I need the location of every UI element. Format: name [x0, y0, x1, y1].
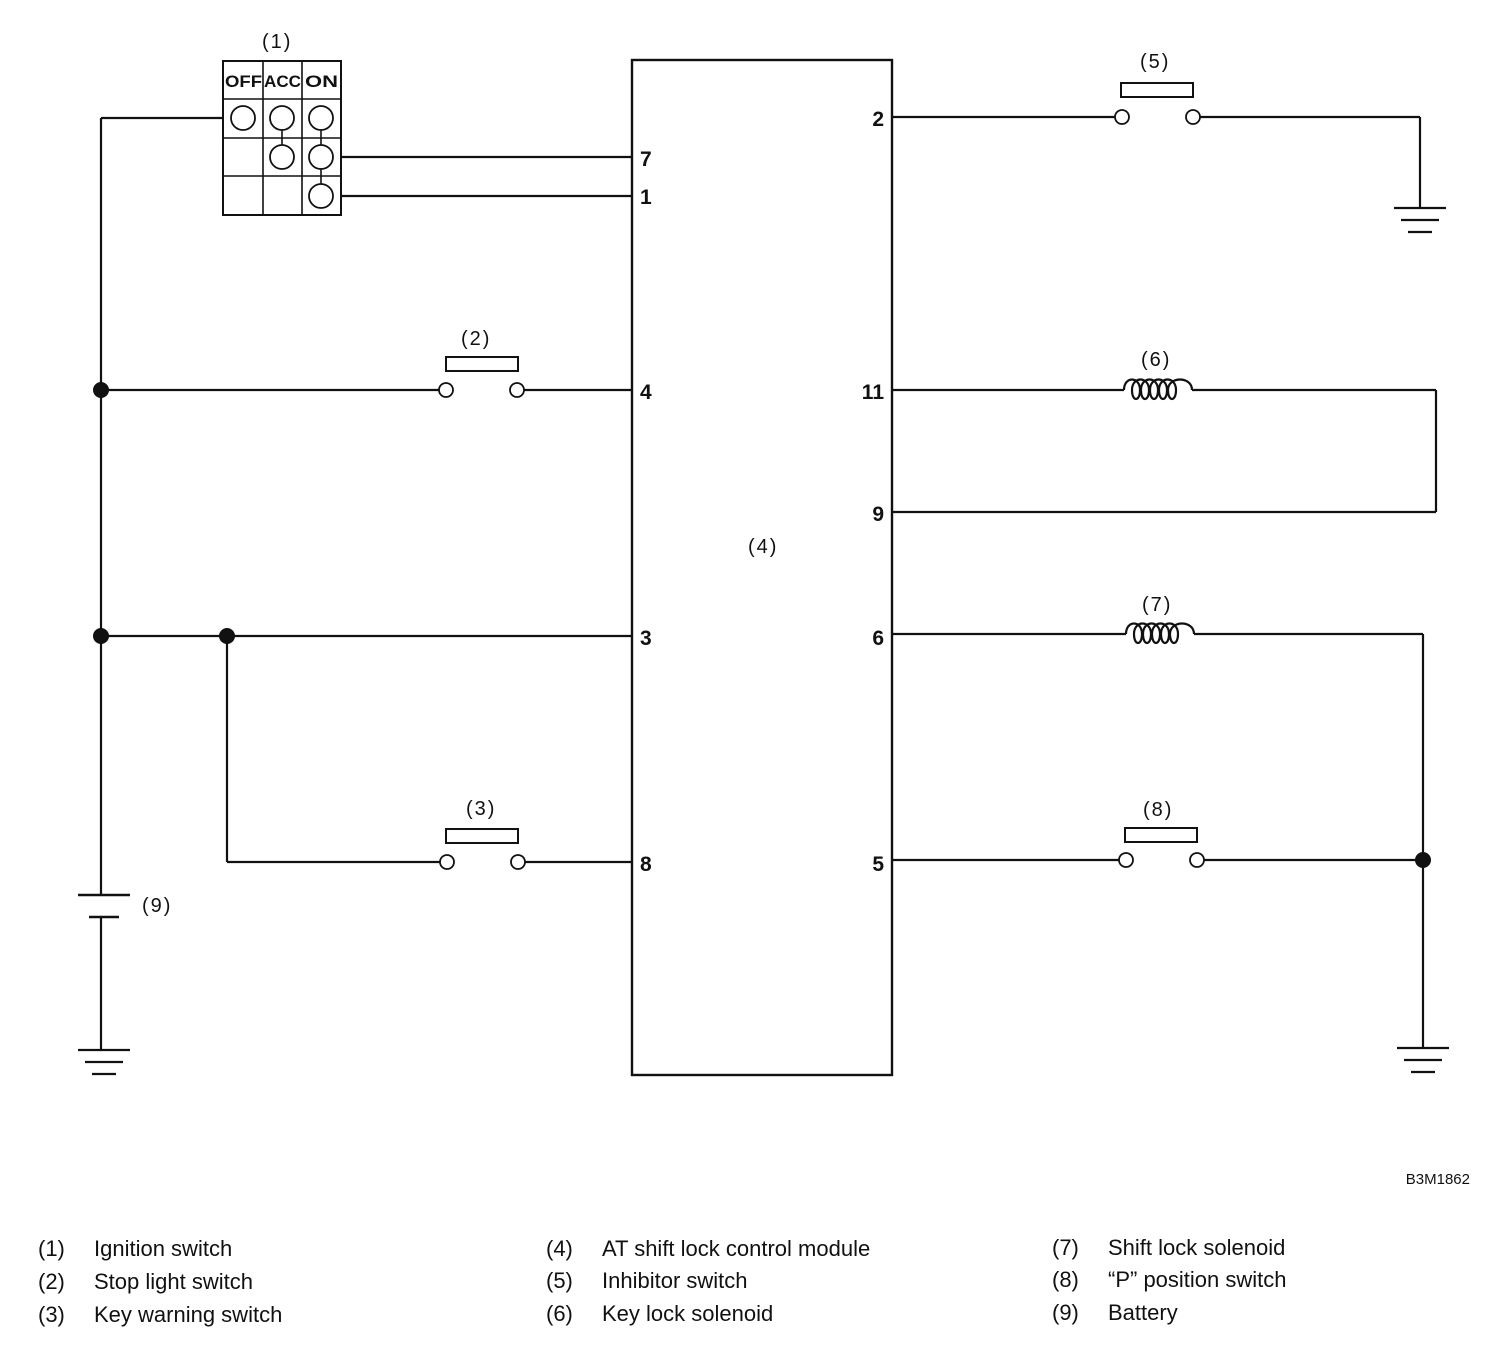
- module-pin-3: 3: [640, 627, 652, 650]
- legend-text: Key warning switch: [94, 1302, 283, 1327]
- legend-text: Key lock solenoid: [602, 1301, 774, 1326]
- coil-icon: [1122, 378, 1194, 401]
- module-pin-8: 8: [640, 853, 652, 876]
- legend-number: (9): [1052, 1300, 1079, 1325]
- stop-light-switch: (2): [101, 328, 632, 398]
- ground-symbol-top-right: [1394, 206, 1446, 234]
- legend-number: (6): [546, 1301, 573, 1326]
- module-pin-11: 11: [862, 381, 885, 404]
- legend-number: (4): [546, 1236, 573, 1261]
- legend-text: Battery: [1108, 1300, 1178, 1325]
- legend-number: (8): [1052, 1267, 1079, 1292]
- module-pin-4: 4: [640, 381, 652, 404]
- wiring-diagram: (1) OFF ACC ON (2): [78, 31, 1470, 1188]
- left-bus-wiring: [93, 116, 632, 1050]
- module-label: (4): [748, 536, 778, 558]
- legend-text: Stop light switch: [94, 1269, 253, 1294]
- ground-symbol-left: [78, 1048, 130, 1076]
- ignition-off-label: OFF: [225, 72, 262, 91]
- ignition-switch-label: (1): [262, 31, 292, 53]
- coil-icon: [1124, 622, 1196, 645]
- p-position-switch-label: (8): [1143, 799, 1173, 821]
- legend-number: (5): [546, 1268, 573, 1293]
- ignition-switch: (1) OFF ACC ON: [222, 31, 342, 216]
- legend-text: “P” position switch: [1108, 1267, 1287, 1292]
- battery: (9): [78, 893, 172, 919]
- module-pin-2: 2: [872, 108, 884, 131]
- inhibitor-switch: (5): [892, 51, 1422, 208]
- key-warning-switch: (3): [227, 798, 632, 870]
- legend-number: (3): [38, 1302, 65, 1327]
- module-pin-7: 7: [640, 148, 652, 171]
- legend-text: Inhibitor switch: [602, 1268, 748, 1293]
- shift-lock-control-module: (4) 7 1 4 3 8 2 11 9 6 5: [630, 58, 894, 1077]
- ignition-on-label: ON: [305, 72, 338, 91]
- battery-label: (9): [142, 895, 172, 917]
- module-pin-9: 9: [872, 503, 884, 526]
- reference-code: B3M1862: [1406, 1171, 1470, 1188]
- ground-symbol-bottom-right: [1397, 1046, 1449, 1074]
- legend-text: Ignition switch: [94, 1236, 233, 1261]
- shift-lock-solenoid-label: (7): [1142, 594, 1172, 616]
- module-pin-6: 6: [872, 627, 884, 650]
- module-pin-1: 1: [640, 186, 652, 209]
- ignition-acc-label: ACC: [264, 72, 301, 91]
- key-lock-solenoid-label: (6): [1141, 349, 1171, 371]
- stop-light-switch-label: (2): [461, 328, 491, 350]
- key-warning-switch-label: (3): [466, 798, 496, 820]
- shift-lock-solenoid: (7): [892, 594, 1431, 1048]
- legend-number: (2): [38, 1269, 65, 1294]
- legend-text: AT shift lock control module: [602, 1236, 871, 1261]
- module-pin-5: 5: [872, 853, 884, 876]
- inhibitor-switch-label: (5): [1140, 51, 1170, 73]
- legend-number: (1): [38, 1236, 65, 1261]
- p-position-switch: (8): [892, 799, 1423, 868]
- legend-text: Shift lock solenoid: [1108, 1235, 1286, 1260]
- key-lock-solenoid: (6): [892, 349, 1438, 514]
- legend: (1) Ignition switch (2) Stop light switc…: [0, 1232, 1504, 1342]
- legend-number: (7): [1052, 1235, 1079, 1260]
